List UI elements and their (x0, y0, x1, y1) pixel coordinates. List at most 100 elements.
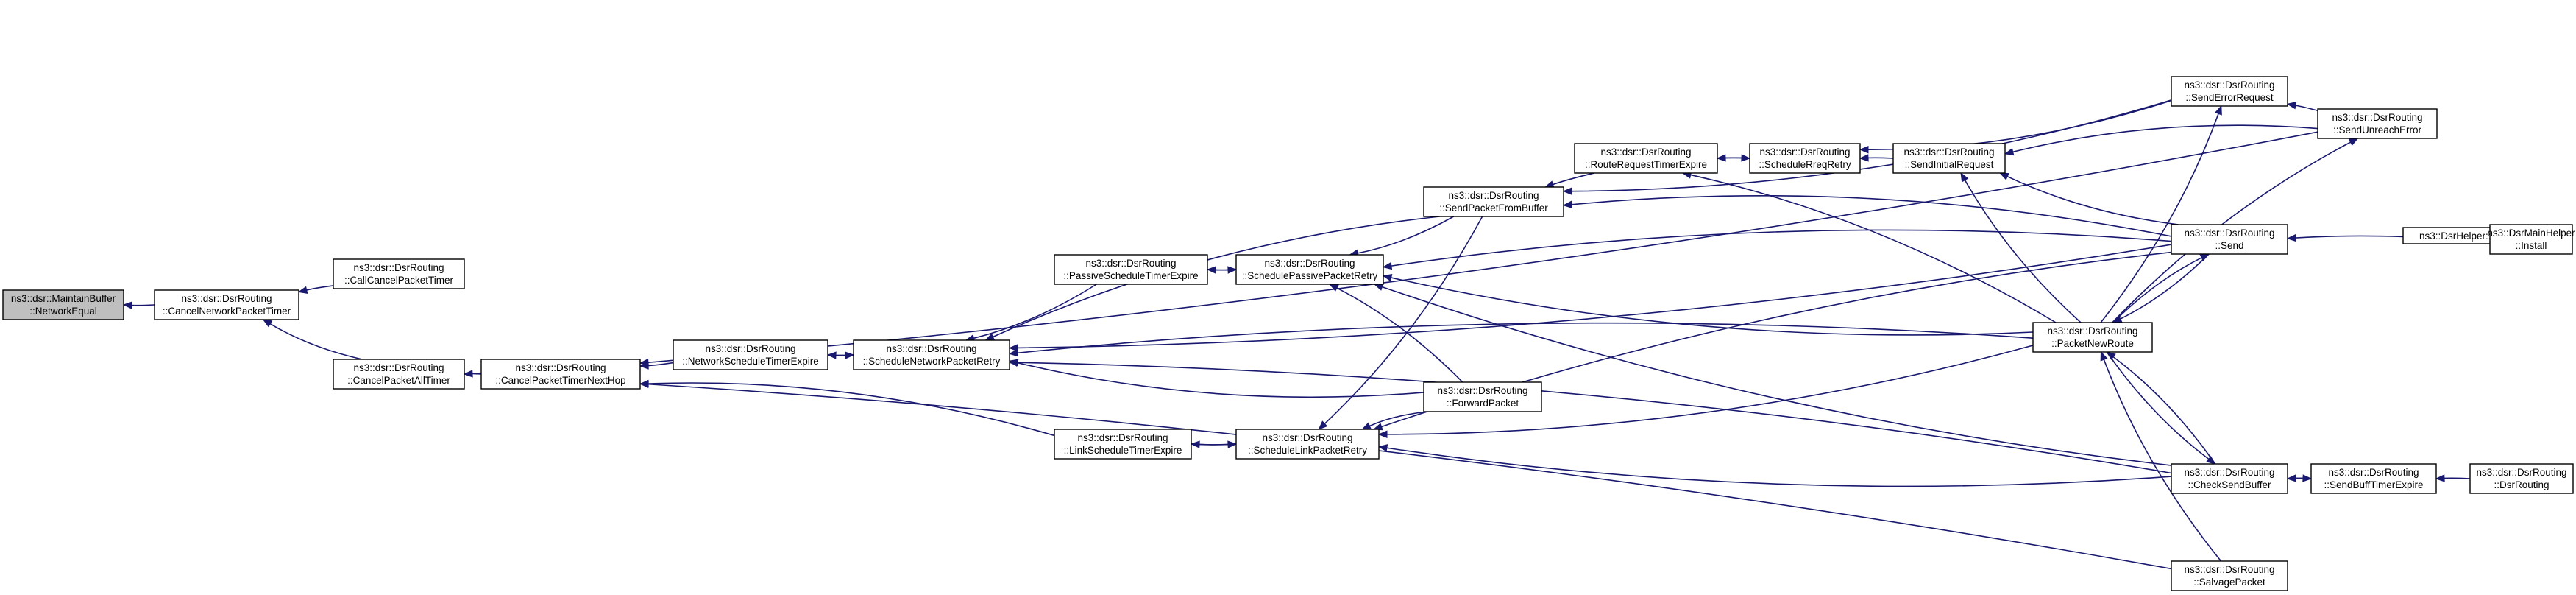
graph-nodes: ns3::dsr::MaintainBuffer::NetworkEqualns… (2, 76, 2575, 591)
node-scheduleRreqRetry[interactable]: ns3::dsr::DsrRouting::ScheduleRreqRetry (1749, 143, 1861, 174)
node-label-line1: ns3::dsr::DsrRouting (1264, 258, 1355, 269)
node-label-line2: ::CancelNetworkPacketTimer (163, 306, 291, 317)
node-checkSendBuffer[interactable]: ns3::dsr::DsrRouting::CheckSendBuffer (2171, 463, 2288, 494)
edge-salvagePacket-to-cancelPacketTimerNextHop (639, 380, 2172, 570)
edge-checkSendBuffer-to-scheduleNetworkPacketRetry (1008, 359, 2172, 474)
node-root: ns3::dsr::MaintainBuffer::NetworkEqual (2, 289, 124, 320)
node-sendPacketFromBuffer[interactable]: ns3::dsr::DsrRouting::SendPacketFromBuff… (1423, 186, 1564, 217)
node-label-line1: ns3::dsr::DsrRouting (1448, 190, 1539, 201)
node-label-line2: ::SendInitialRequest (1905, 159, 1994, 170)
node-box (2, 289, 124, 320)
node-linkScheduleTimerExpire[interactable]: ns3::dsr::DsrRouting::LinkScheduleTimerE… (1054, 429, 1192, 460)
edge-send-to-sendPacketFromBuffer (1562, 194, 2172, 237)
node-box (673, 339, 828, 370)
node-packetNewRoute[interactable]: ns3::dsr::DsrRouting::PacketNewRoute (2032, 322, 2153, 353)
node-label-line2: ::Install (2516, 240, 2547, 251)
node-sendUnreachError[interactable]: ns3::dsr::DsrRouting::SendUnreachError (2317, 108, 2438, 139)
node-send[interactable]: ns3::dsr::DsrRouting::Send (2171, 224, 2288, 255)
node-cancelPacketAllTimer[interactable]: ns3::dsr::DsrRouting::CancelPacketAllTim… (333, 359, 465, 390)
node-label-line2: ::ForwardPacket (1447, 398, 1519, 409)
node-sendErrorRequest[interactable]: ns3::dsr::DsrRouting::SendErrorRequest (2171, 76, 2288, 107)
edge-sendPacketFromBuffer-to-schedulePassivePacketRetry (1349, 216, 1455, 257)
node-box (480, 359, 641, 390)
node-passiveScheduleTimerExpire[interactable]: ns3::dsr::DsrRouting::PassiveScheduleTim… (1054, 254, 1208, 285)
node-sendInitialRequest[interactable]: ns3::dsr::DsrRouting::SendInitialRequest (1892, 143, 2006, 174)
edge-routeRequestTimerExpire-to-sendPacketFromBuffer (1544, 172, 1595, 189)
edge-packetNewRoute-to-checkSendBuffer (2106, 351, 2216, 465)
node-label-line2: ::CancelPacketTimerNextHop (495, 375, 625, 386)
node-label-line1: ns3::dsr::DsrRouting (2184, 80, 2274, 91)
node-box (333, 258, 465, 289)
edge-linkScheduleTimerExpire-to-scheduleLinkPacketRetry (1191, 440, 1238, 448)
node-label-line2: ::SendBuffTimerExpire (2324, 479, 2423, 490)
node-label-line2: ::ScheduleNetworkPacketRetry (863, 356, 1001, 367)
edge-send-to-sendInitialRequest (1999, 172, 2179, 225)
node-dsrMainHelperInstall[interactable]: ns3::DsrMainHelper::Install (2487, 224, 2575, 255)
edge-dsrHelperCreate-to-send (2286, 233, 2404, 242)
node-label-line2: ::DsrRouting (2494, 479, 2549, 490)
edge-packetNewRoute-to-schedulePassivePacketRetry (1382, 274, 2034, 336)
node-box (1423, 381, 1542, 412)
node-box (2171, 463, 2288, 494)
node-label-line2: ::RouteRequestTimerExpire (1585, 159, 1707, 170)
edge-networkScheduleTimerExpire-to-scheduleNetworkPacketRetry (827, 351, 855, 359)
edge-linkScheduleTimerExpire-to-cancelPacketTimerNextHop (639, 379, 1055, 437)
edge-sendUnreachError-to-sendErrorRequest (2286, 102, 2318, 112)
edge-sendUnreachError-to-cancelPacketTimerNextHop (639, 131, 2318, 367)
node-label-line1: ns3::dsr::DsrRouting (705, 343, 795, 354)
node-label-line1: ns3::dsr::DsrRouting (1437, 385, 1527, 396)
node-box (1892, 143, 2006, 174)
node-label-line1: ns3::dsr::DsrRouting (2047, 325, 2137, 337)
node-box (2171, 560, 2288, 591)
node-box (2310, 463, 2437, 494)
node-label-line1: ns3::dsr::DsrRouting (353, 262, 444, 273)
edge-forwardPacket-to-scheduleNetworkPacketRetry (1008, 359, 1424, 398)
node-label-line2: ::CheckSendBuffer (2188, 479, 2271, 490)
node-networkScheduleTimerExpire[interactable]: ns3::dsr::DsrRouting::NetworkScheduleTim… (673, 339, 828, 370)
edge-sendInitialRequest-to-scheduleRreqRetry (1859, 154, 1894, 162)
node-routeRequestTimerExpire[interactable]: ns3::dsr::DsrRouting::RouteRequestTimerE… (1574, 143, 1718, 174)
edge-routeRequestTimerExpire-to-scheduleRreqRetry (1717, 154, 1751, 162)
node-salvagePacket[interactable]: ns3::dsr::DsrRouting::SalvagePacket (2171, 560, 2288, 591)
node-label-line1: ns3::dsr::DsrRouting (1759, 147, 1850, 158)
node-schedulePassivePacketRetry[interactable]: ns3::dsr::DsrRouting::SchedulePassivePac… (1235, 254, 1384, 285)
node-callCancelPacketTimer[interactable]: ns3::dsr::DsrRouting::CallCancelPacketTi… (333, 258, 465, 289)
edge-callCancelPacketTimer-to-cancelNetworkPacketTimer (297, 285, 334, 294)
node-label-line1: ns3::dsr::DsrRouting (1600, 147, 1691, 158)
node-label-line1: ns3::dsr::DsrRouting (2184, 228, 2274, 239)
edge-dsrRoutingCtor-to-sendBuffTimerExpire (2435, 474, 2471, 482)
node-cancelNetworkPacketTimer[interactable]: ns3::dsr::DsrRouting::CancelNetworkPacke… (154, 289, 299, 320)
node-label-line2: ::SendErrorRequest (2185, 92, 2274, 103)
node-box (154, 289, 299, 320)
node-label-line2: ::PassiveScheduleTimerExpire (1063, 270, 1198, 281)
node-label-line1: ns3::dsr::DsrRouting (1077, 432, 1168, 443)
node-label-line1: ns3::dsr::DsrRouting (1903, 147, 1994, 158)
node-label-line1: ns3::dsr::MaintainBuffer (11, 293, 116, 304)
node-box (333, 359, 465, 390)
node-box (2171, 224, 2288, 255)
node-label-line1: ns3::dsr::DsrRouting (2184, 467, 2274, 478)
node-sendBuffTimerExpire[interactable]: ns3::dsr::DsrRouting::SendBuffTimerExpir… (2310, 463, 2437, 494)
edge-send-to-scheduleNetworkPacketRetry (1008, 244, 2172, 352)
edge-packetNewRoute-to-send (2112, 253, 2210, 323)
node-label-line2: ::PacketNewRoute (2051, 338, 2134, 349)
node-label-line1: ns3::dsr::DsrRouting (515, 362, 606, 373)
node-scheduleNetworkPacketRetry[interactable]: ns3::dsr::DsrRouting::ScheduleNetworkPac… (853, 339, 1010, 370)
edge-passiveScheduleTimerExpire-to-scheduleNetworkPacketRetry (965, 284, 1097, 342)
node-box (1235, 254, 1384, 285)
node-label-line2: ::SchedulePassivePacketRetry (1242, 270, 1378, 281)
node-label-line1: ns3::dsr::DsrRouting (886, 343, 976, 354)
node-forwardPacket[interactable]: ns3::dsr::DsrRouting::ForwardPacket (1423, 381, 1542, 412)
edge-packetNewRoute-to-scheduleNetworkPacketRetry (1008, 322, 2034, 357)
node-label-line2: ::SendUnreachError (2333, 124, 2422, 135)
edge-sendUnreachError-to-sendInitialRequest (2004, 124, 2318, 156)
node-cancelPacketTimerNextHop[interactable]: ns3::dsr::DsrRouting::CancelPacketTimerN… (480, 359, 641, 390)
edge-packetNewRoute-to-routeRequestTimerExpire (1681, 171, 2057, 323)
node-box (2469, 463, 2574, 494)
node-label-line2: ::NetworkScheduleTimerExpire (682, 356, 819, 367)
node-box (1235, 429, 1380, 460)
node-label-line1: ns3::dsr::DsrRouting (2332, 112, 2422, 123)
node-dsrRoutingCtor[interactable]: ns3::dsr::DsrRouting::DsrRouting (2469, 463, 2574, 494)
node-scheduleLinkPacketRetry[interactable]: ns3::dsr::DsrRouting::ScheduleLinkPacket… (1235, 429, 1380, 460)
node-label-line1: ns3::dsr::DsrRouting (353, 362, 444, 373)
